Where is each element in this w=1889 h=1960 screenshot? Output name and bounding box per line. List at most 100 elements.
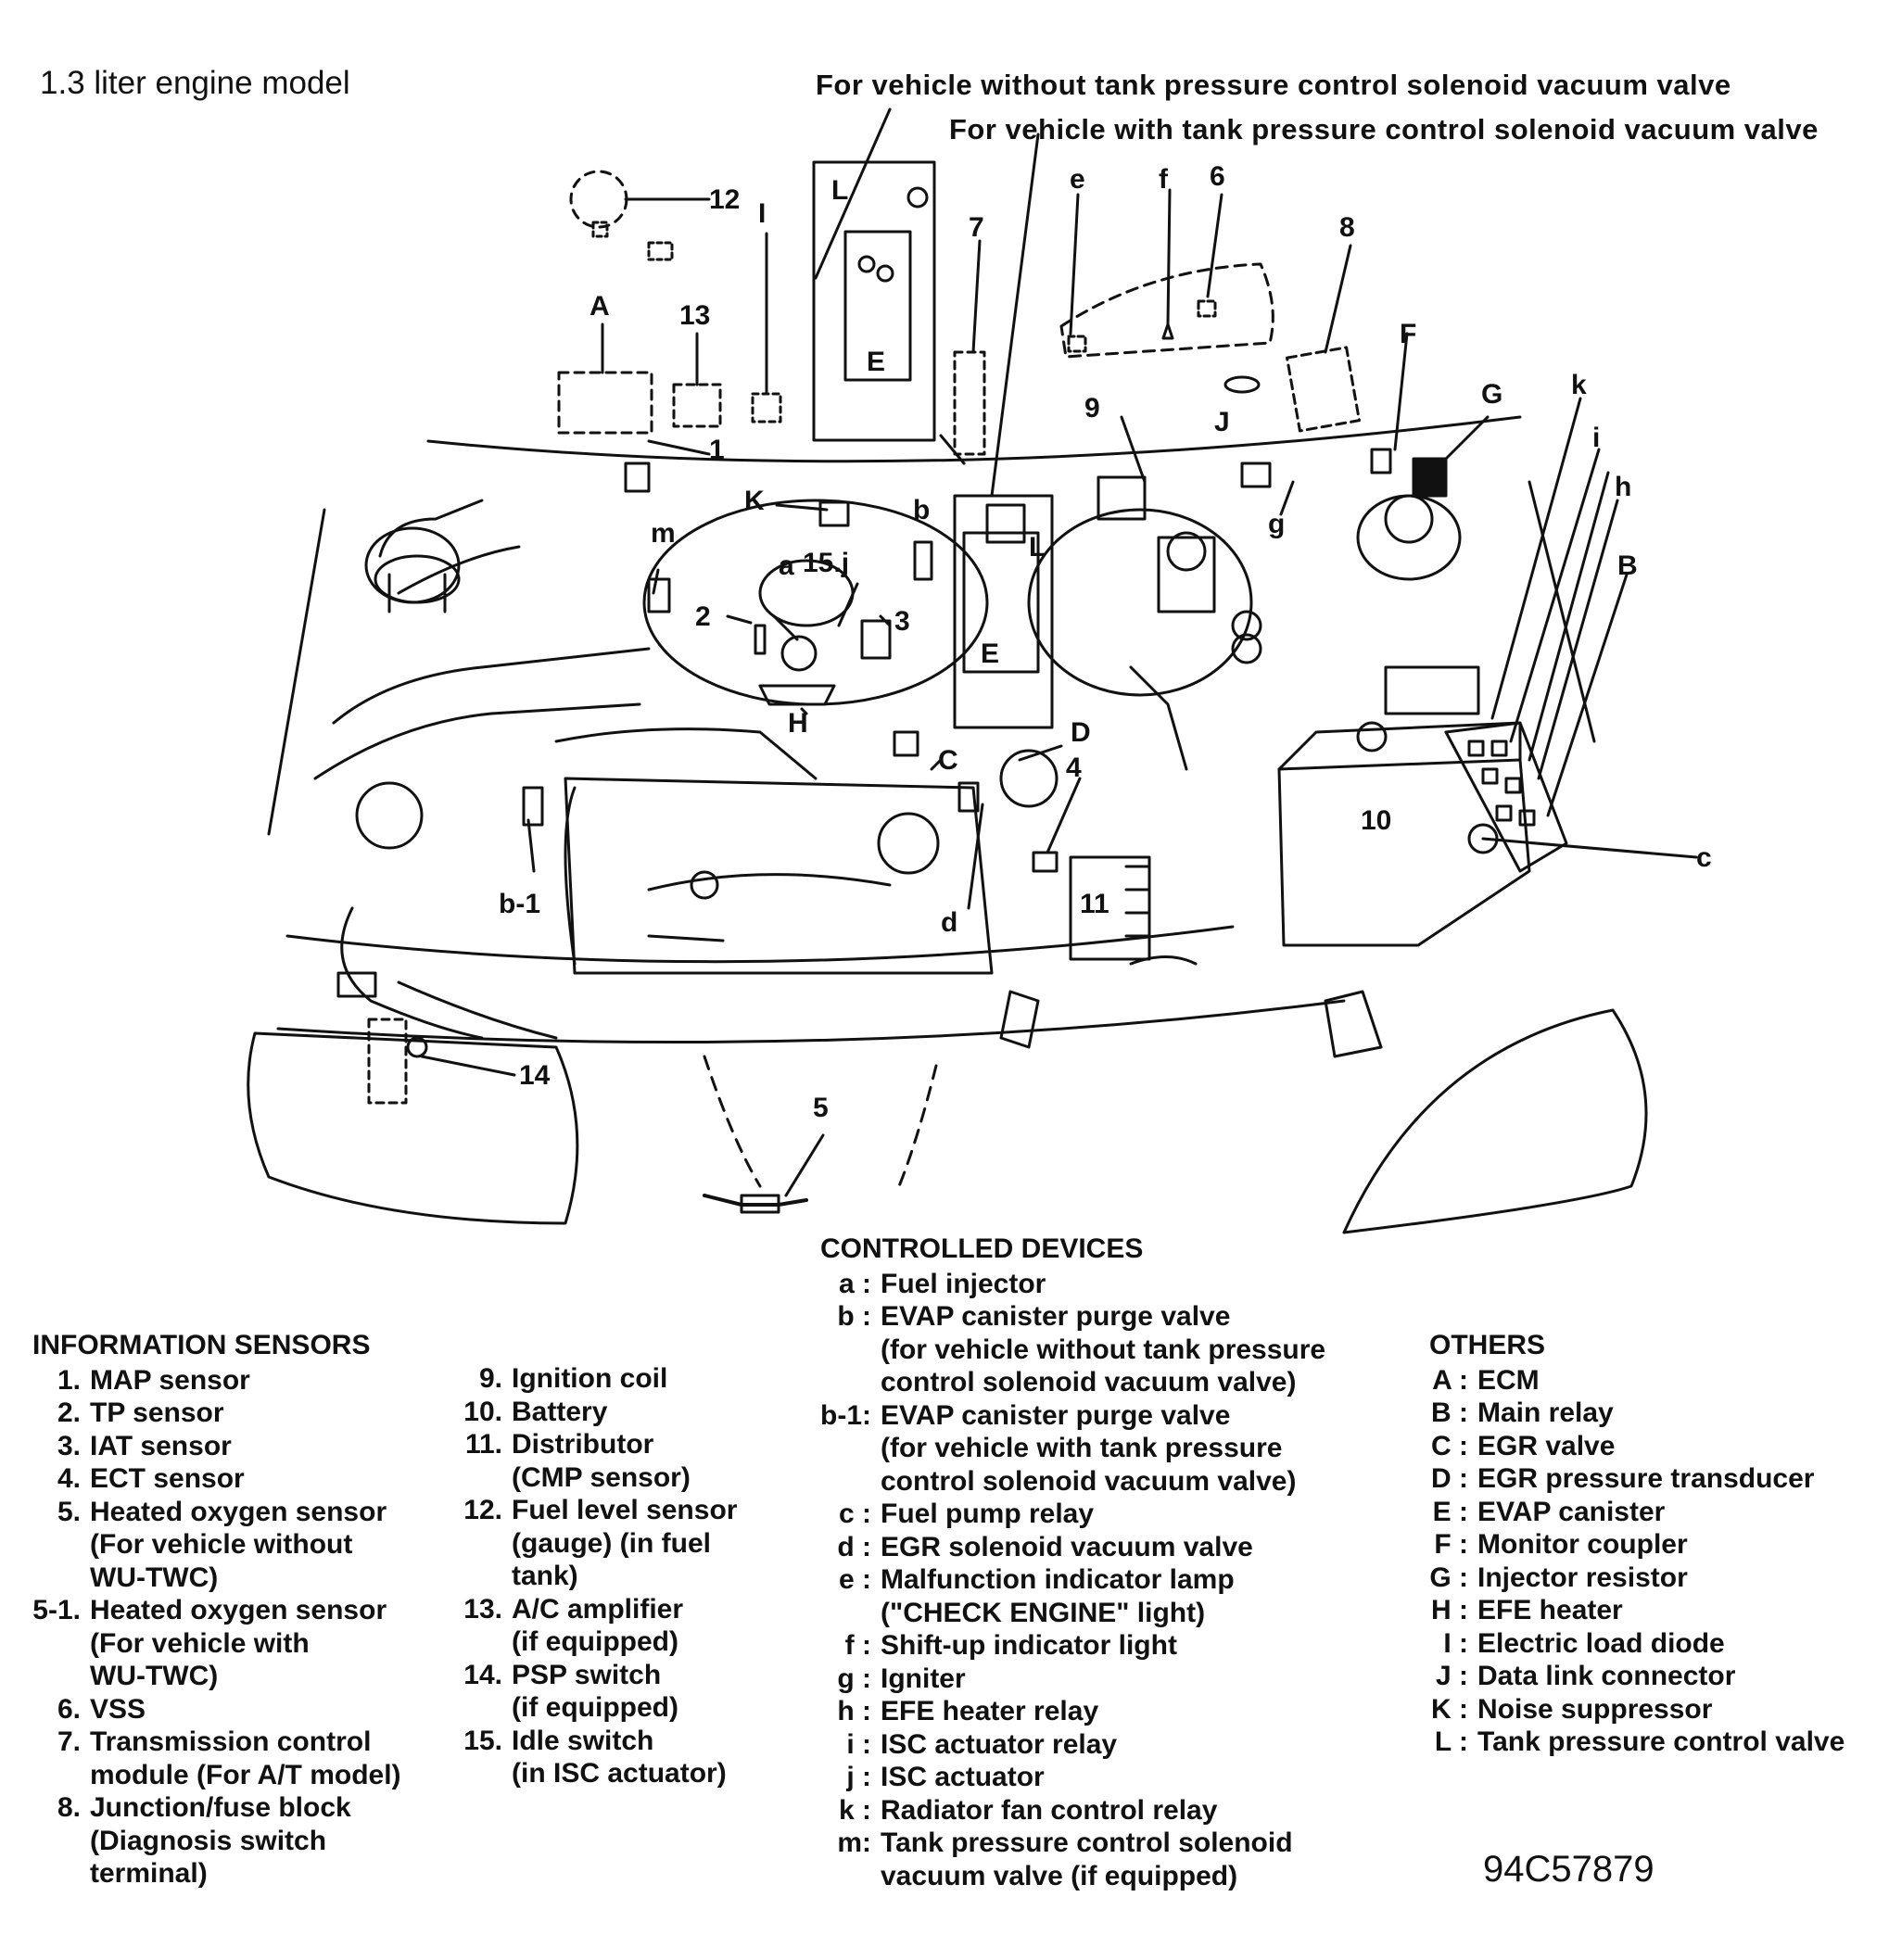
figure-code: 94C57879 [1483, 1849, 1654, 1890]
legend-item-text: Main relay [1477, 1397, 1614, 1430]
legend-item: a :Fuel injector [820, 1268, 1325, 1301]
legend-item-key: 4. [57, 1463, 81, 1494]
legend-item-text: PSP switch(if equipped) [512, 1659, 678, 1725]
legend-item-text: Tank pressure control valve [1477, 1726, 1845, 1759]
battery [1277, 758, 1531, 947]
dashboard-outline [1059, 262, 1274, 359]
callout-A: A [590, 291, 610, 322]
intake-hose [313, 647, 651, 780]
legend-item-line: IAT sensor [90, 1430, 232, 1461]
callout-5: 5 [813, 1093, 829, 1123]
callout-m: m [651, 518, 676, 549]
legend-item-key: 6. [57, 1693, 81, 1725]
legend-item-line: Tank pressure control valve [1477, 1726, 1845, 1757]
legend-item: 4. ECT sensor [32, 1462, 401, 1496]
legend-item-line: Radiator fan control relay [881, 1794, 1218, 1826]
callout-i: i [1592, 423, 1600, 453]
left-headlight [247, 1031, 579, 1225]
callout-e: e [1070, 164, 1085, 195]
legend-item-line: EFE heater relay [881, 1696, 1099, 1726]
legend-item: e :Malfunction indicator lamp("CHECK ENG… [820, 1563, 1325, 1629]
legend-item-text: Malfunction indicator lamp("CHECK ENGINE… [881, 1563, 1235, 1629]
legend-item-line: (gauge) (in fuel [512, 1527, 711, 1559]
legend-item-key: D : [1431, 1463, 1468, 1494]
legend-item: i :ISC actuator relay [820, 1728, 1325, 1762]
legend-item: 11.Distributor(CMP sensor) [454, 1428, 737, 1494]
legend-item-key: 3. [57, 1430, 81, 1461]
legend-item: A :ECM [1429, 1364, 1845, 1397]
legend-item-key: 2. [57, 1397, 81, 1428]
legend-item-line: VSS [90, 1693, 146, 1725]
legend-item: 10.Battery [454, 1396, 737, 1429]
legend-item-line: EGR pressure transducer [1477, 1463, 1815, 1494]
callout-E-lower: E [981, 639, 999, 669]
legend-item-line: control solenoid vacuum valve) [881, 1367, 1297, 1397]
callout-L-lower: L [1029, 532, 1046, 563]
legend-item-line: Junction/fuse block [90, 1792, 351, 1823]
callout-C: C [938, 745, 958, 776]
callout-g: g [1268, 509, 1285, 539]
legend-item-key: g : [837, 1663, 871, 1694]
legend-item: 1.MAP sensor [32, 1364, 401, 1397]
legend-item: h :EFE heater relay [820, 1695, 1325, 1728]
legend-item-text: ECM [1477, 1364, 1540, 1397]
legend-item-line: TP sensor [90, 1397, 224, 1428]
callout-3: 3 [894, 606, 910, 637]
junction-box-right [1444, 721, 1568, 873]
legend-item: 14.PSP switch(if equipped) [454, 1659, 737, 1725]
legend-item: D : EGR pressure transducer [1429, 1462, 1845, 1496]
legend-item-text: Heated oxygen sensor(For vehicle without… [90, 1496, 387, 1595]
note-with-valve: For vehicle with tank pressure control s… [949, 113, 1819, 145]
legend-item: E : EVAP canister [1429, 1496, 1845, 1529]
legend-item-line: ISC actuator [881, 1762, 1045, 1792]
callout-k: k [1571, 370, 1587, 400]
callout-J: J [1214, 407, 1230, 437]
legend-item-line: EVAP canister [1477, 1496, 1666, 1527]
load-diode-box [751, 392, 782, 424]
legend-item-key: 1. [57, 1364, 81, 1396]
legend-item-line: terminal) [90, 1858, 208, 1889]
legend-item-line: WU-TWC) [90, 1661, 219, 1691]
legend-item-line: WU-TWC) [90, 1562, 219, 1593]
tcm-box [953, 350, 986, 456]
legend-item-line: Transmission control [90, 1726, 372, 1757]
legend-item: C :EGR valve [1429, 1430, 1845, 1463]
callout-G: G [1481, 379, 1502, 410]
legend-item: 9.Ignition coil [454, 1362, 737, 1396]
legend-item-text: Monitor coupler [1477, 1528, 1688, 1562]
left-fender [267, 508, 326, 836]
legend-item-text: IAT sensor [90, 1430, 232, 1463]
legend-item-text: Noise suppressor [1477, 1693, 1712, 1726]
legend-item-line: Main relay [1477, 1397, 1614, 1428]
legend-item-key: f : [844, 1630, 871, 1661]
legend-item-line: Injector resistor [1477, 1562, 1688, 1593]
callout-c: c [1696, 842, 1712, 873]
legend-item: g :Igniter [820, 1663, 1325, 1696]
callout-f: f [1159, 164, 1169, 195]
legend-item-line: (Diagnosis switch [90, 1825, 327, 1856]
legend-item: f : Shift-up indicator light [820, 1629, 1325, 1663]
callout-B: B [1617, 550, 1638, 581]
legend-item-key: H : [1431, 1595, 1468, 1625]
legend-item-text: EGR pressure transducer [1477, 1462, 1814, 1496]
callout-6: 6 [1210, 161, 1225, 192]
legend-item: b :EVAP canister purge valve(for vehicle… [820, 1300, 1325, 1399]
legend-item-line: tank) [512, 1561, 578, 1591]
legend-item-key: 5-1. [32, 1595, 81, 1625]
legend-item-line: Monitor coupler [1477, 1529, 1688, 1560]
legend-item-line: Shift-up indicator light [881, 1630, 1177, 1661]
legend-item-key: E : [1432, 1496, 1468, 1527]
legend-item-text: ECT sensor [90, 1462, 245, 1496]
legend-item-line: control solenoid vacuum valve) [881, 1465, 1297, 1497]
legend-item: d :EGR solenoid vacuum valve [820, 1531, 1325, 1564]
radiator-support [285, 925, 1235, 964]
legend-item-line: PSP switch [512, 1659, 662, 1690]
legend-item-line: EVAP canister purge valve [881, 1399, 1231, 1431]
front-bumper [276, 999, 1346, 1044]
legend-item-text: EGR valve [1477, 1430, 1615, 1463]
